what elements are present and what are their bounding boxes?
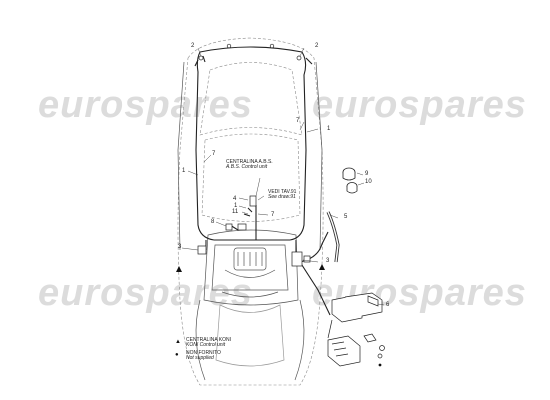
callout-1-left: 1	[182, 168, 186, 174]
abs-note-en: A.B.S. Control unit	[226, 164, 268, 171]
callout-6: 6	[386, 302, 390, 308]
callout-7-right: 7	[296, 118, 300, 124]
callout-5: 5	[344, 214, 348, 220]
legend-koni-en: KONI Control unit	[186, 342, 226, 349]
callout-2-left: 2	[191, 43, 195, 49]
see-drawing-note: VEDI TAV.91 See draw.91	[268, 189, 297, 201]
callout-4: 4	[233, 196, 237, 202]
connector-cluster	[327, 292, 385, 367]
abs-note-it: CENTRALINA A.B.S.	[226, 159, 273, 165]
wiring-harness	[194, 46, 331, 316]
legend-koni-symbol: ▲	[175, 339, 181, 345]
callout-8: 8	[211, 219, 215, 225]
watermark-bottom-left: eurospares	[38, 272, 253, 314]
legend-nf-symbol: ●	[175, 352, 179, 358]
leader-lines	[181, 47, 385, 306]
callout-3-left: 3	[178, 244, 182, 250]
callout-7-left: 7	[212, 151, 216, 157]
callout-9: 9	[365, 171, 369, 177]
harness-modules	[197, 43, 311, 267]
see-drawing-it: VEDI TAV.91	[268, 189, 297, 195]
callout-10: 10	[365, 179, 372, 185]
legend-koni-it: CENTRALINA KONI	[186, 337, 232, 343]
car-body-outline	[177, 37, 324, 386]
legend-nf-en: Not supplied	[186, 355, 214, 362]
callout-1-center: 1	[234, 203, 238, 209]
callout-3-right: 3	[326, 258, 330, 264]
legend-koni: CENTRALINA KONI KONI Control unit	[186, 337, 232, 349]
callout-1-right: 1	[327, 126, 331, 132]
koni-marker	[176, 266, 182, 272]
legend-nf-it: NON FORNITO	[186, 350, 221, 356]
watermark-top-right: eurospares	[312, 84, 527, 126]
car-body-solid	[177, 61, 323, 381]
callout-2-right: 2	[315, 43, 319, 49]
callout-7-center: 7	[271, 212, 275, 218]
callout-11: 11	[232, 209, 239, 215]
abs-note: CENTRALINA A.B.S. A.B.S. Control unit	[226, 159, 273, 171]
legend-not-supplied: NON FORNITO Not supplied	[186, 350, 221, 362]
see-drawing-en: See draw.91	[268, 194, 296, 201]
watermark-top-left: eurospares	[38, 84, 253, 126]
sensor-parts	[342, 167, 358, 194]
